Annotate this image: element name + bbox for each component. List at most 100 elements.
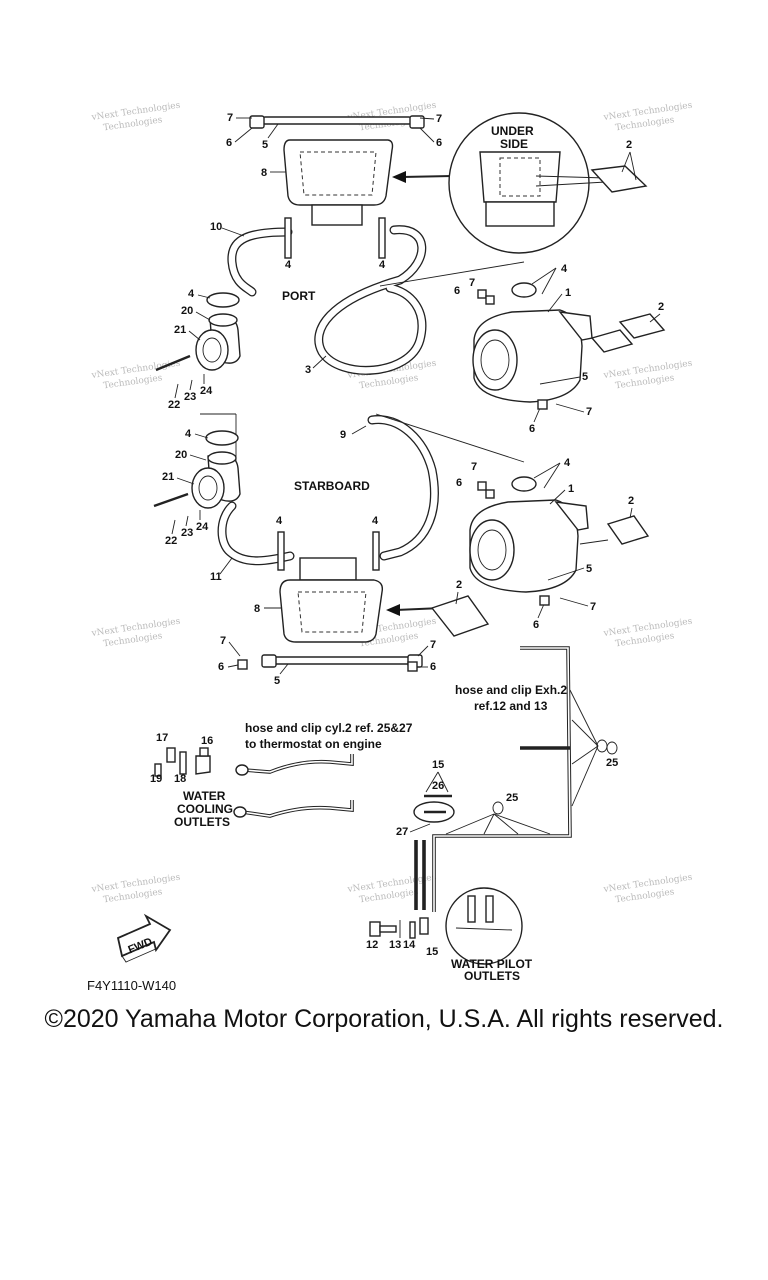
- callout-4: 4: [188, 288, 195, 300]
- callout-17: 17: [156, 732, 168, 744]
- callout-19: 19: [150, 773, 162, 785]
- callout-6: 6: [456, 477, 462, 489]
- under-side-label: SIDE: [500, 137, 528, 151]
- hose-exh-label: ref.12 and 13: [474, 699, 548, 713]
- callout-5: 5: [274, 675, 280, 687]
- callout-5: 5: [586, 563, 592, 575]
- copyright-footer: ©2020 Yamaha Motor Corporation, U.S.A. A…: [44, 1005, 724, 1033]
- callout-1: 1: [568, 483, 574, 495]
- fitting-part-16: [195, 747, 211, 775]
- water-pilot-label: WATER PILOT: [451, 957, 533, 971]
- port-label: PORT: [282, 289, 316, 303]
- water-cooling-label: COOLING: [177, 802, 233, 816]
- callout-3: 3: [305, 364, 311, 376]
- callout-20: 20: [181, 305, 193, 317]
- callout-9: 9: [340, 429, 346, 441]
- callout-7: 7: [471, 461, 477, 473]
- callout-4: 4: [561, 263, 568, 275]
- callout-6: 6: [533, 619, 539, 631]
- intake-hose-part-3: [314, 225, 427, 375]
- callout-24: 24: [200, 385, 213, 397]
- callout-2: 2: [658, 301, 664, 313]
- callout-7: 7: [590, 601, 596, 613]
- callout-4: 4: [285, 259, 292, 271]
- callout-13: 13: [389, 939, 401, 951]
- callout-25: 25: [506, 792, 518, 804]
- callout-22: 22: [168, 399, 180, 411]
- callout-27: 27: [396, 826, 408, 838]
- callout-7: 7: [227, 112, 233, 124]
- water-pilot-label: OUTLETS: [464, 969, 520, 983]
- water-cooling-label: WATER: [183, 789, 226, 803]
- callout-21: 21: [174, 324, 186, 336]
- intake-hose-part-9: [367, 415, 439, 561]
- callout-8: 8: [261, 167, 267, 179]
- filter-pad-part-2: [590, 165, 648, 193]
- callout-7: 7: [436, 113, 442, 125]
- fitting-part-12: [369, 921, 397, 937]
- callout-4: 4: [276, 515, 283, 527]
- callout-6: 6: [454, 285, 460, 297]
- hose-exh-label: hose and clip Exh.2: [455, 683, 567, 697]
- air-box-part-8-top: [283, 139, 394, 226]
- air-filter-part-1-starboard: [469, 476, 589, 593]
- callout-5: 5: [582, 371, 588, 383]
- callout-23: 23: [181, 527, 193, 539]
- callout-14: 14: [403, 939, 416, 951]
- fan-part-21-bottom: [191, 467, 225, 509]
- fan-part-21-top: [195, 329, 229, 371]
- elbow-part-20-bottom: [205, 430, 241, 502]
- air-box-part-8-bottom: [279, 557, 384, 643]
- callout-21: 21: [162, 471, 174, 483]
- strap-part-5-top: [249, 115, 425, 129]
- under-side-label: UNDER: [491, 124, 534, 138]
- intake-hose-part-11: [217, 501, 295, 566]
- hose-cyl-label: hose and clip cyl.2 ref. 25&27: [245, 721, 413, 735]
- callout-6: 6: [529, 423, 535, 435]
- callout-2: 2: [456, 579, 462, 591]
- callout-12: 12: [366, 939, 378, 951]
- callout-4: 4: [372, 515, 379, 527]
- diagram-code: F4Y1110-W140: [87, 978, 176, 993]
- exhaust-hose-assembly: [414, 646, 572, 912]
- callout-4: 4: [379, 259, 386, 271]
- callout-6: 6: [436, 137, 442, 149]
- callout-11: 11: [210, 571, 222, 583]
- callout-6: 6: [430, 661, 436, 673]
- callout-10: 10: [210, 221, 222, 233]
- callout-15: 15: [426, 946, 438, 958]
- callout-23: 23: [184, 391, 196, 403]
- callout-4: 4: [564, 457, 571, 469]
- callout-25: 25: [606, 757, 618, 769]
- callout-15: 15: [432, 759, 444, 771]
- air-filter-part-1-port: [472, 282, 593, 403]
- callout-6: 6: [218, 661, 224, 673]
- callout-6: 6: [226, 137, 232, 149]
- cooling-hose-upper: [235, 754, 354, 776]
- cooling-hose-lower: [233, 800, 354, 818]
- filter-pad-part-2: [606, 515, 650, 545]
- callout-7: 7: [220, 635, 226, 647]
- callout-2: 2: [626, 139, 632, 151]
- callout-1: 1: [565, 287, 571, 299]
- callout-2: 2: [628, 495, 634, 507]
- callout-22: 22: [165, 535, 177, 547]
- callout-8: 8: [254, 603, 260, 615]
- callout-7: 7: [586, 406, 592, 418]
- callout-24: 24: [196, 521, 209, 533]
- callout-16: 16: [201, 735, 213, 747]
- callout-20: 20: [175, 449, 187, 461]
- callout-4: 4: [185, 428, 192, 440]
- filter-pad-part-2: [430, 595, 490, 637]
- strap-part-5-bottom: [237, 654, 423, 672]
- callout-18: 18: [174, 773, 186, 785]
- water-cooling-label: OUTLETS: [174, 815, 230, 829]
- starboard-label: STARBOARD: [294, 479, 370, 493]
- callout-7: 7: [430, 639, 436, 651]
- hose-cyl-label: to thermostat on engine: [245, 737, 382, 751]
- under-side-detail: UNDER SIDE: [448, 112, 607, 254]
- water-pilot-detail: [445, 887, 523, 965]
- callout-7: 7: [469, 277, 475, 289]
